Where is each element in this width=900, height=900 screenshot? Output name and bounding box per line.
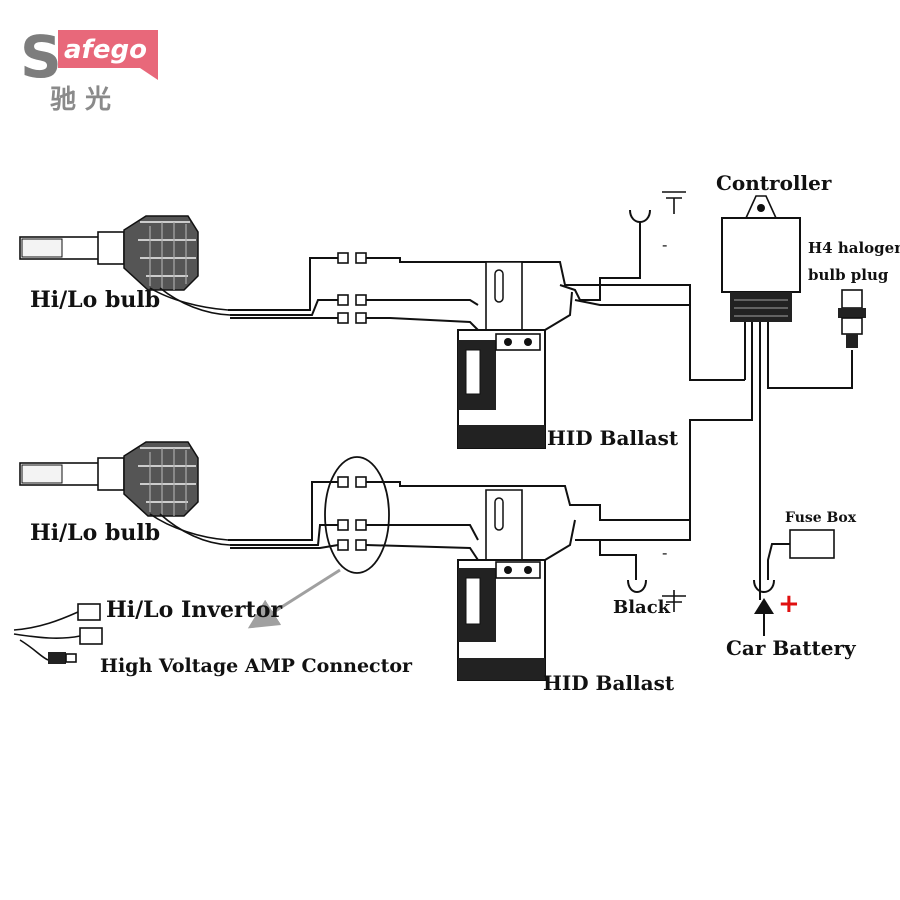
plus-sign: + <box>778 589 800 619</box>
ground-icon <box>627 579 686 612</box>
invertor-cable-icon <box>13 603 103 664</box>
controller-icon <box>721 195 801 322</box>
bulb-bottom-icon <box>19 441 231 546</box>
h4-label-2: bulb plug <box>808 266 889 284</box>
logo-letter: S <box>20 23 62 91</box>
bulb-top-icon <box>19 215 231 316</box>
bulb-top-label: Hi/Lo bulb <box>30 287 160 313</box>
ground-icon <box>629 191 686 240</box>
brand-logo: S afego 驰 光 <box>20 23 158 115</box>
controller-label: Controller <box>716 171 832 195</box>
hid-ballast-top-label: HID Ballast <box>547 426 679 450</box>
h4-label-1: H4 halogen <box>808 239 900 257</box>
hid-ballast-bottom-label: HID Ballast <box>543 671 675 695</box>
connector-group-bottom <box>337 476 367 551</box>
invertor-label: Hi/Lo Invertor <box>106 597 282 623</box>
h4-plug-icon <box>838 289 866 348</box>
hid-ballast-top-icon <box>457 261 573 449</box>
fuse-box-icon <box>789 529 835 559</box>
battery-arrow-icon <box>753 579 775 636</box>
minus-mid: - <box>662 543 667 562</box>
fuse-box-label: Fuse Box <box>785 510 857 526</box>
logo-banner <box>58 30 158 80</box>
car-battery-label: Car Battery <box>726 636 857 660</box>
logo-subtitle: 驰 光 <box>50 85 111 115</box>
invertor-highlight-circle <box>324 456 390 574</box>
black-label: Black <box>613 597 671 618</box>
hid-ballast-bottom-icon <box>457 489 576 681</box>
logo-word: afego <box>64 35 147 65</box>
callout-arrow-icon <box>247 568 341 629</box>
bulb-bottom-label: Hi/Lo bulb <box>30 520 160 546</box>
minus-top: - <box>662 235 667 254</box>
connector-group-top <box>337 252 367 324</box>
amp-connector-label: High Voltage AMP Connector <box>100 655 413 677</box>
